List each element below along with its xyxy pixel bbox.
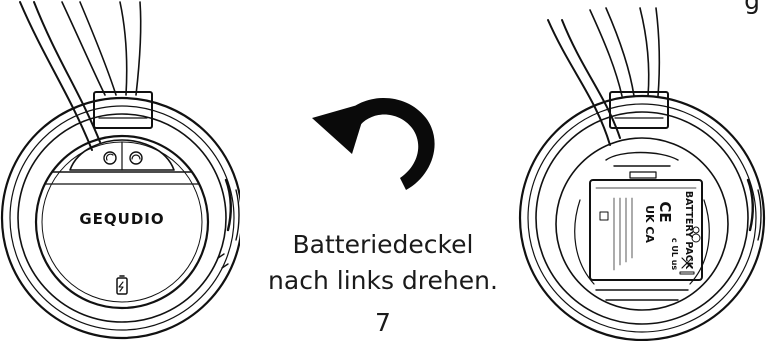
ce-mark: CE	[656, 201, 674, 222]
ul-mark: c UL us	[670, 238, 679, 271]
page-number: 7	[375, 308, 391, 337]
battery-pack-label: BATTERY PACK	[683, 191, 694, 270]
ukca-mark: UK CA	[643, 205, 656, 243]
instruction-caption-line-1: Batteriedeckel	[292, 230, 474, 259]
earcup-battery-exposed-illustration: BATTERY PACK CE UK CA c UL us	[518, 7, 766, 341]
rotate-counterclockwise-arrow-icon	[312, 98, 435, 190]
cropped-text-fragment: g	[744, 0, 760, 15]
earcup-with-cover-illustration: GEQUDIO	[0, 1, 240, 340]
instruction-caption-line-2: nach links drehen.	[268, 266, 498, 295]
brand-logo: GEQUDIO	[79, 210, 164, 228]
